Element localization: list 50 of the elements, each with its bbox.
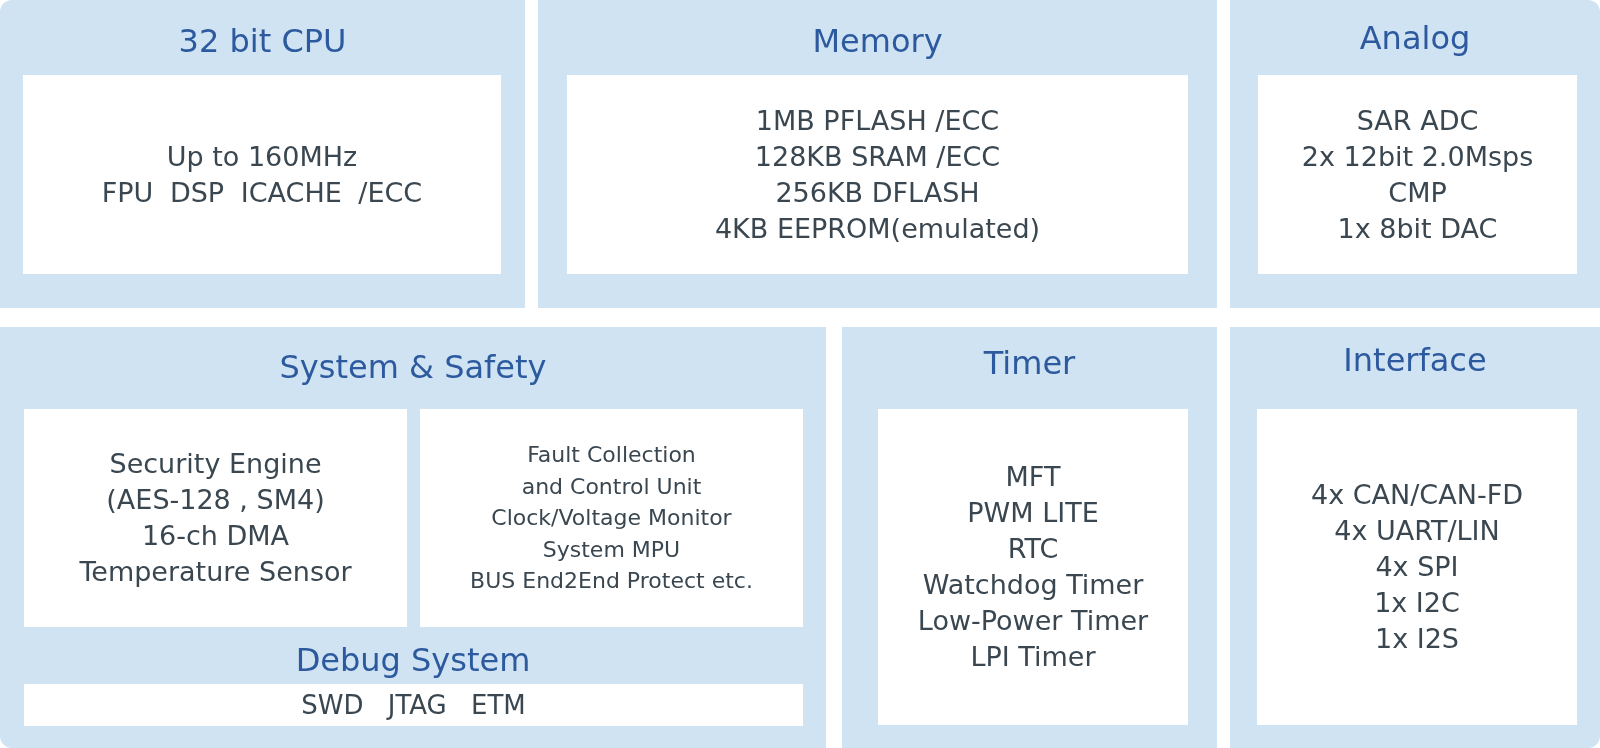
group-panel — [842, 327, 1217, 748]
feature-text: 2x 12bit 2.0Msps — [1301, 139, 1534, 174]
feature-text: CMP — [1388, 175, 1447, 210]
feature-text: Temperature Sensor — [79, 555, 352, 589]
feature-text: MFT — [1005, 460, 1061, 494]
feature-box — [567, 75, 1188, 274]
feature-text: LPI Timer — [970, 640, 1096, 674]
feature-text: 1MB PFLASH /ECC — [755, 103, 1000, 138]
feature-text: Low-Power Timer — [917, 604, 1149, 638]
feature-text: 4KB EEPROM(emulated) — [714, 211, 1041, 246]
group-panel — [1230, 0, 1600, 308]
feature-text: 1x I2C — [1374, 586, 1460, 620]
feature-box — [420, 409, 803, 627]
feature-text: SAR ADC — [1356, 103, 1479, 138]
feature-text: 4x UART/LIN — [1334, 514, 1500, 548]
group-title: Interface — [1343, 340, 1487, 380]
feature-text: Fault Collection and Control Unit — [520, 441, 703, 501]
group-panel — [0, 0, 525, 308]
feature-text: Watchdog Timer — [922, 568, 1144, 602]
feature-text: 4x CAN/CAN-FD — [1311, 478, 1523, 512]
group-title: Timer — [983, 343, 1076, 383]
group-title: Analog — [1359, 18, 1471, 58]
feature-text: RTC — [1007, 532, 1059, 566]
feature-bar — [24, 684, 803, 726]
feature-text: 1x I2S — [1375, 622, 1459, 656]
group-panel — [538, 0, 1217, 308]
feature-box — [23, 75, 501, 274]
feature-text: 16-ch DMA — [141, 519, 290, 553]
group-title: 32 bit CPU — [178, 21, 347, 61]
feature-text: 256KB DFLASH — [775, 175, 980, 210]
feature-text: 1x 8bit DAC — [1337, 211, 1498, 246]
group-title: Debug System — [295, 640, 531, 680]
group-panel — [1230, 327, 1600, 748]
feature-box — [1258, 75, 1577, 274]
feature-text: PWM LITE — [967, 496, 1099, 530]
feature-text: Clock/Voltage Monitor — [491, 504, 732, 533]
group-title: System & Safety — [279, 347, 547, 387]
feature-text: 4x SPI — [1375, 550, 1459, 584]
feature-text: FPU DSP ICACHE /ECC — [101, 175, 423, 210]
feature-text: 128KB SRAM /ECC — [754, 139, 1001, 174]
feature-text: Up to 160MHz — [166, 139, 358, 174]
feature-box — [878, 409, 1188, 725]
feature-text: BUS End2End Protect etc. — [470, 567, 753, 596]
group-panel — [0, 327, 826, 748]
feature-text: SWD JTAG ETM — [301, 689, 526, 722]
feature-box — [24, 409, 407, 627]
feature-text: System MPU — [542, 535, 681, 564]
group-title: Memory — [812, 21, 943, 61]
feature-box — [1257, 409, 1577, 725]
feature-text: Security Engine (AES-128 , SM4) — [105, 447, 326, 517]
